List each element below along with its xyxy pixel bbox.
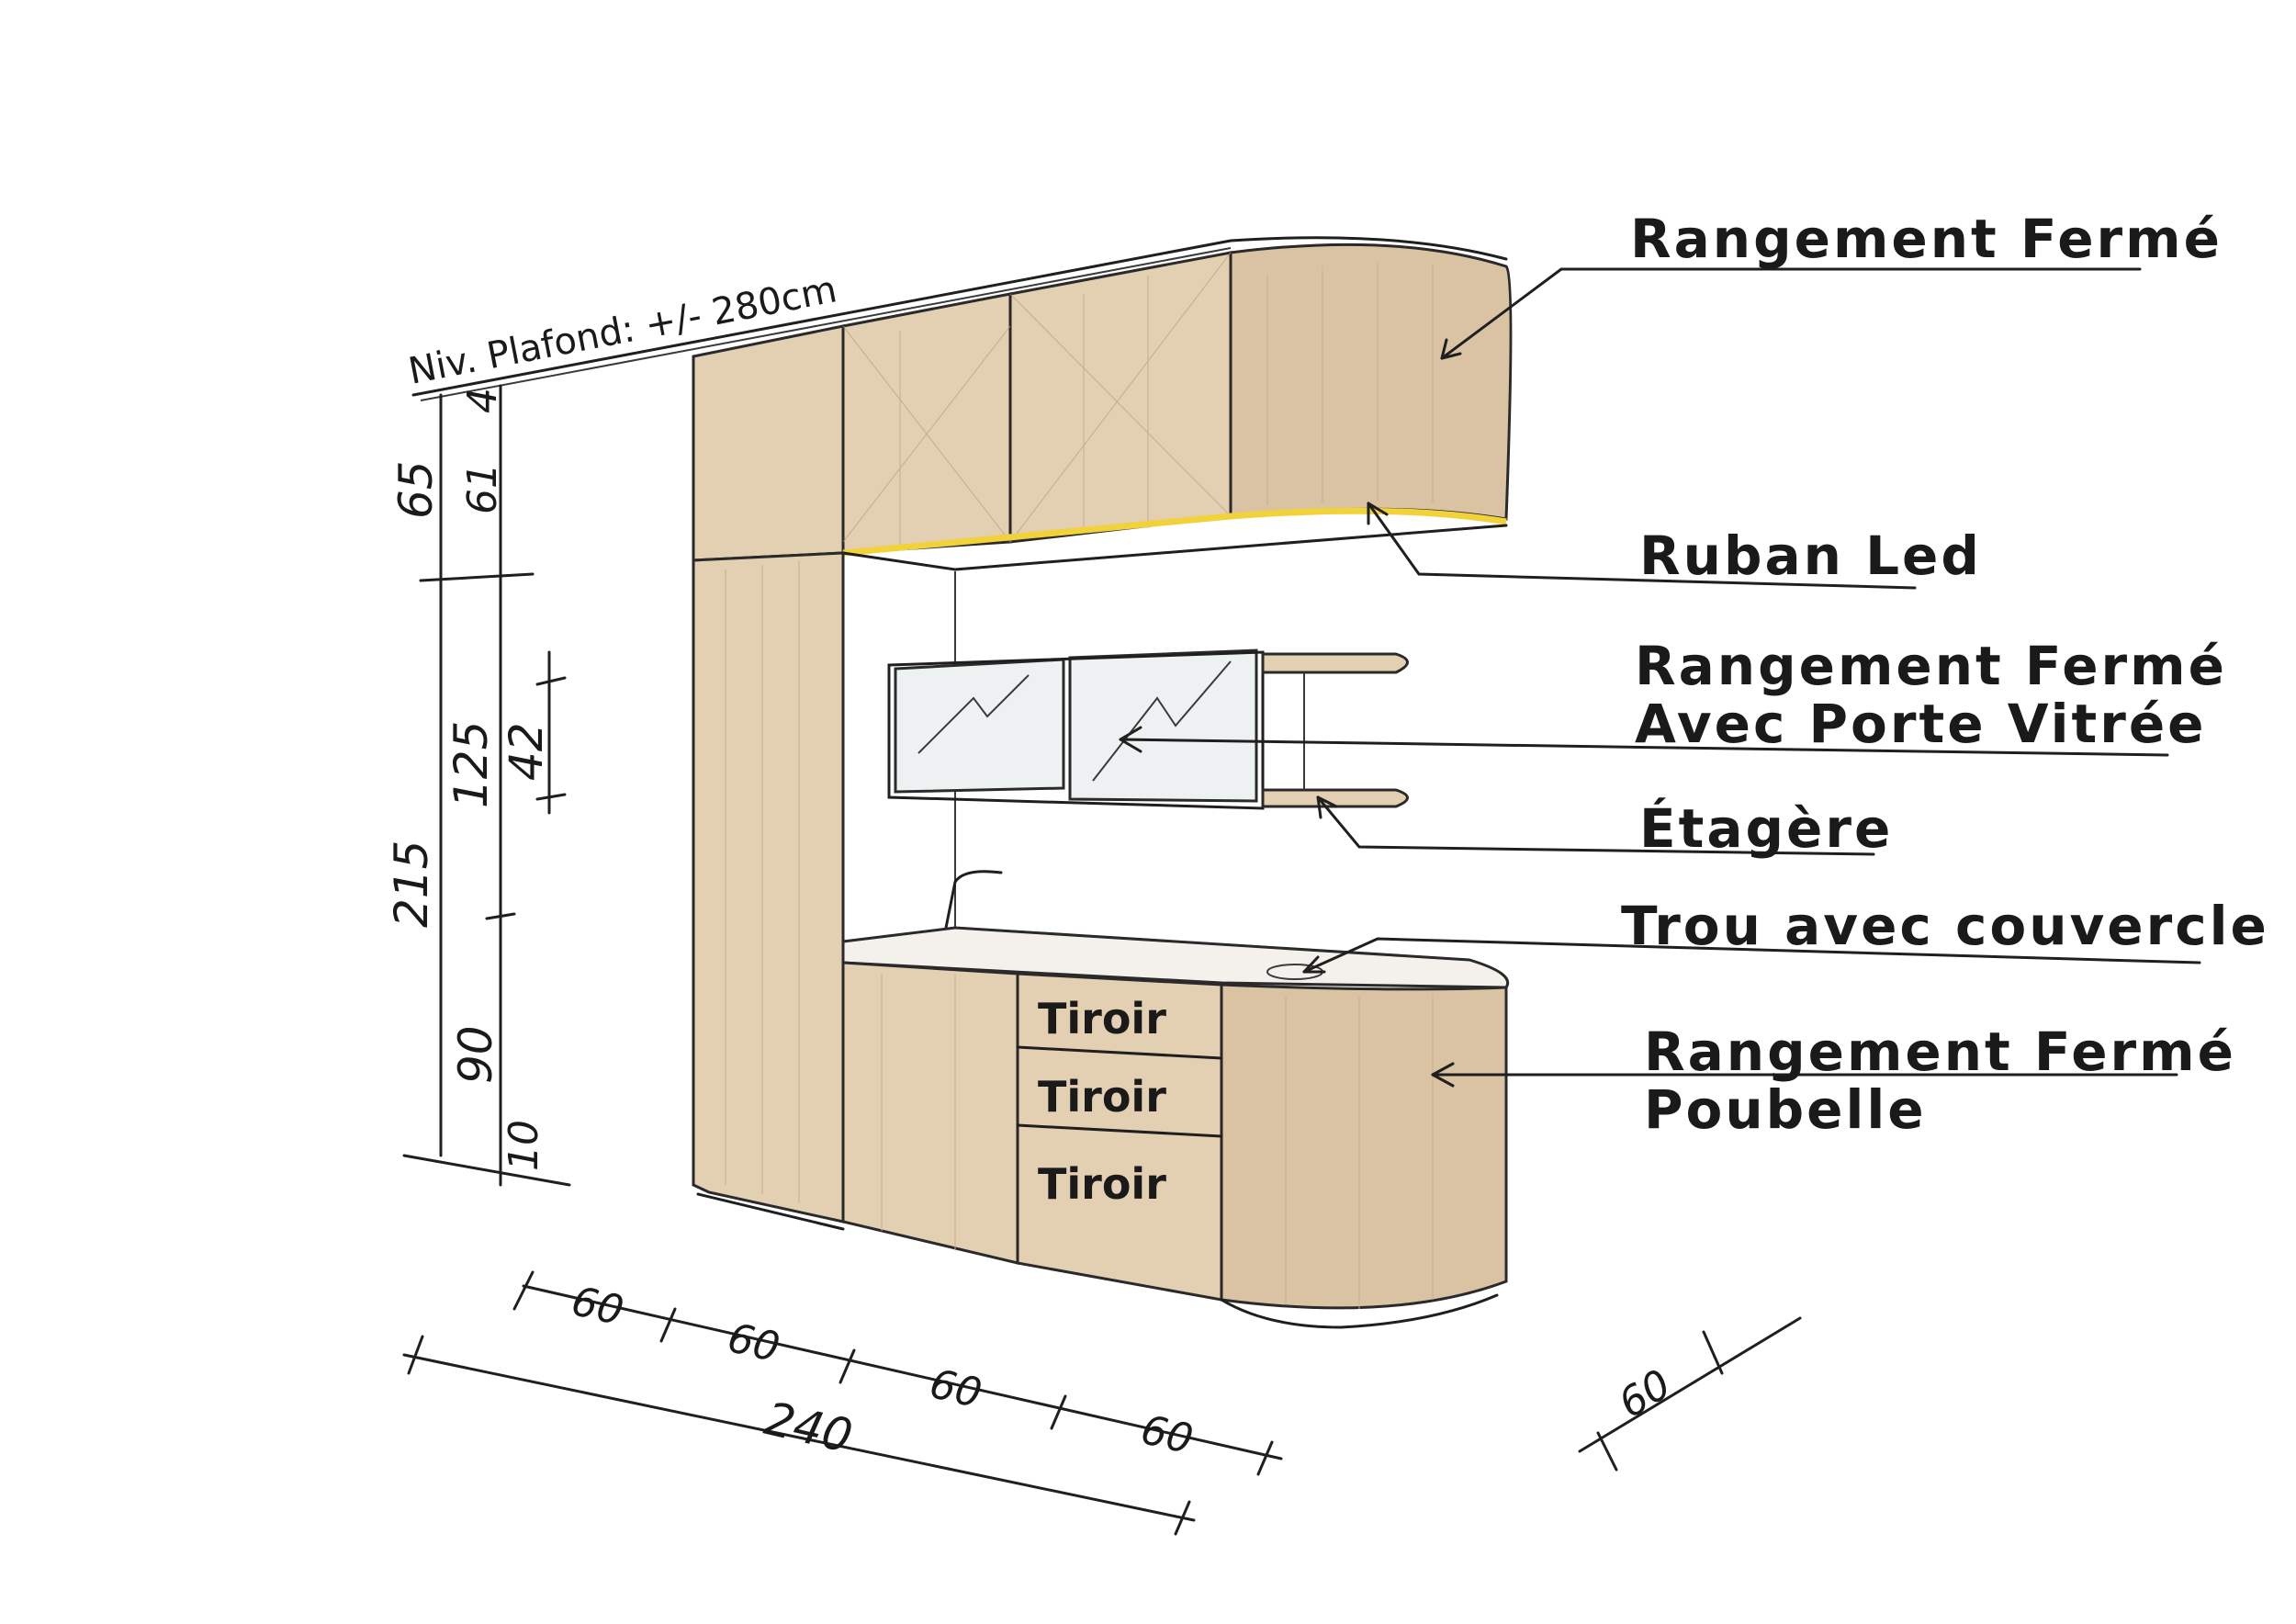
- label-glass-storage-1: Rangement Fermé: [1635, 635, 2227, 697]
- dim-width-2: 60: [724, 1314, 784, 1371]
- horizontal-dimensions: [402, 1270, 1802, 1536]
- dim-height-middle: 125: [445, 721, 498, 808]
- label-upper-storage: Rangement Fermé: [1630, 208, 2223, 270]
- dim-height-base: 90: [449, 1025, 502, 1084]
- glass-cabinet: [887, 648, 1265, 810]
- label-led: Ruban Led: [1639, 524, 1982, 587]
- vertical-dimensions: [402, 384, 571, 1187]
- label-hole: Trou avec couvercle: [1621, 895, 2269, 957]
- dim-height-top: 65: [389, 460, 443, 519]
- dim-top-a: 4: [459, 388, 506, 413]
- ceiling-line: [411, 236, 1508, 401]
- tall-column: [692, 551, 845, 1231]
- dim-width-4: 60: [1137, 1406, 1198, 1463]
- dim-width-3: 60: [926, 1360, 986, 1417]
- drawer-label: Tiroir: [1038, 1072, 1166, 1122]
- dim-plinth: 10: [501, 1120, 547, 1171]
- label-shelf: Étagère: [1639, 796, 1893, 860]
- label-bin-storage-2: Poubelle: [1644, 1078, 1927, 1141]
- shelves: [1261, 652, 1409, 808]
- drawer-label: Tiroir: [1038, 994, 1166, 1043]
- dim-height-lower: 215: [385, 840, 438, 928]
- dim-depth: 60: [1611, 1360, 1680, 1427]
- dim-width-1: 60: [568, 1278, 628, 1335]
- leader-lines: [1119, 267, 2201, 1088]
- countertop: [841, 926, 1510, 989]
- dim-height-glass: 42: [500, 722, 553, 781]
- dim-top-b: 61: [459, 463, 506, 514]
- label-glass-storage-2: Avec Porte Vitrée: [1635, 693, 2207, 755]
- dim-total-width: 240: [760, 1392, 857, 1463]
- base-cabinets: [841, 961, 1508, 1329]
- drawer-label: Tiroir: [1038, 1159, 1166, 1209]
- label-bin-storage-1: Rangement Fermé: [1644, 1021, 2236, 1083]
